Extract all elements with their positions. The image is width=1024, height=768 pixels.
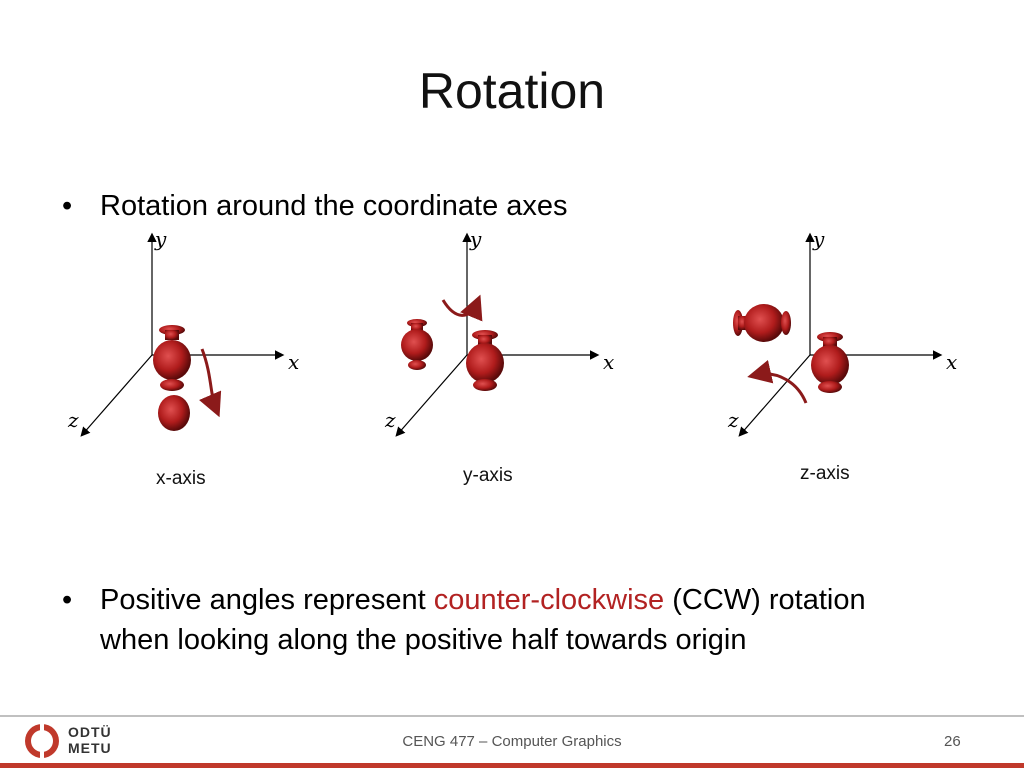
axis-caption: z-axis <box>800 463 850 484</box>
z-axis-label: z <box>728 408 739 432</box>
axis-caption: y-axis <box>463 465 513 486</box>
bullet-text-line1: Positive angles represent counter-clockw… <box>100 580 866 620</box>
vase-object <box>811 332 849 393</box>
metu-logo: ODTÜ METU <box>22 722 122 760</box>
highlight-ccw: counter-clockwise <box>433 584 665 616</box>
page-number: 26 <box>944 733 961 750</box>
rotation-arrow <box>199 348 222 418</box>
bullet-text-line2: when looking along the positive half tow… <box>100 624 747 656</box>
rotated-vase-object <box>733 304 791 342</box>
footer-course: CENG 477 – Computer Graphics <box>402 733 622 750</box>
slide-title: Rotation <box>418 63 606 119</box>
bullet-symbol: • <box>62 190 73 222</box>
rotated-vase-object <box>158 395 190 431</box>
diagram-y-axis-rotation: y x z y-axis <box>375 225 705 495</box>
axes-figure <box>395 232 600 437</box>
footer-accent-bar <box>0 763 1024 768</box>
z-axis-line <box>395 354 468 437</box>
rotation-arrow <box>441 294 483 322</box>
logo-text-metu: METU <box>68 740 112 756</box>
axis-caption: x-axis <box>156 468 206 489</box>
metu-logo-icon <box>25 724 59 758</box>
y-axis-label: y <box>470 227 482 251</box>
logo-text-odtu: ODTÜ <box>68 724 112 740</box>
z-axis-line <box>80 354 153 437</box>
z-axis-label: z <box>68 408 79 432</box>
x-axis-label: x <box>288 350 300 374</box>
x-axis-label: x <box>603 350 615 374</box>
bullet-text: Rotation around the coordinate axes <box>100 190 568 222</box>
text-pre: Positive angles represent <box>100 584 434 616</box>
x-axis-label: x <box>946 350 958 374</box>
footer-divider <box>0 715 1024 717</box>
z-axis-label: z <box>385 408 396 432</box>
diagram-z-axis-rotation: y x z z-axis <box>718 225 1024 495</box>
vase-object <box>466 330 504 391</box>
y-axis-label: y <box>155 227 167 251</box>
rotation-arrow <box>747 359 808 404</box>
y-axis-label: y <box>813 227 825 251</box>
axes-figure <box>733 232 943 437</box>
z-axis-line <box>738 354 811 437</box>
bullet-symbol: • <box>62 584 73 616</box>
vase-object <box>153 325 191 391</box>
rotated-vase-object <box>401 319 433 370</box>
axes-figure <box>80 232 285 437</box>
diagram-x-axis-rotation: y x z x-axis <box>60 225 390 495</box>
text-post: (CCW) rotation <box>664 584 866 616</box>
